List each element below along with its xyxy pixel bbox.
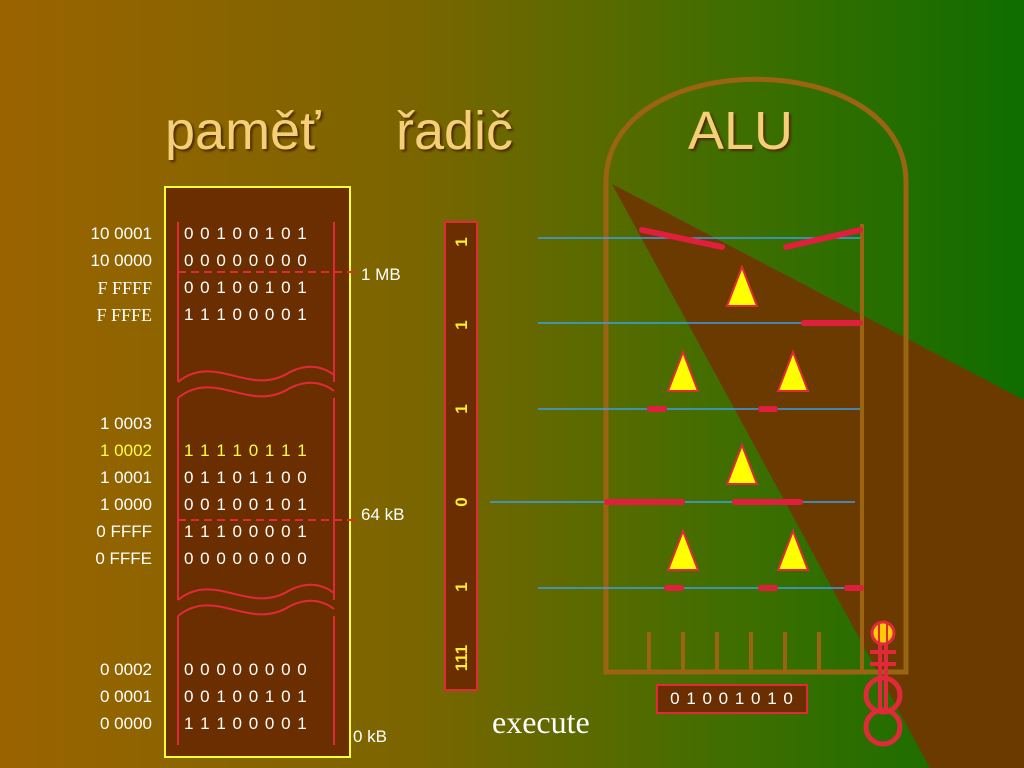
memory-cell-bits: 0 0 0 0 0 0 0 0 [184,660,308,679]
execute-label: execute [492,704,590,740]
controller-heading: řadič [396,101,514,161]
memory-cell-bits: 1 1 1 0 0 0 0 1 [184,305,308,324]
alu-bottom-pins [647,632,821,672]
register-bit: 0 [452,497,471,507]
one-mb-label: 1 MB [361,265,401,284]
alu-heading: ALU [688,101,794,161]
memory-cell-bits: 1 1 1 0 0 0 0 1 [184,522,308,541]
register-bit: 1 [452,237,471,247]
gate-triangle [776,349,810,392]
gate-triangle [725,442,759,485]
register-bits-low: 111 [452,644,471,672]
address-label: 10 0000 [90,251,152,270]
memory-cell-bits: 0 0 1 0 0 1 0 1 [184,687,308,706]
alu-dome [603,76,909,675]
register-bit: 1 [452,404,471,414]
sixty-four-kb-label: 64 kB [361,505,405,524]
alu-output-register: 0 1 0 0 1 0 1 0 [656,684,808,714]
memory-brackets [177,222,335,745]
memory-cell-bits: 0 1 1 0 1 1 0 0 [184,468,308,487]
address-label: 10 0001 [90,224,152,243]
memory-cell-bits: 0 0 1 0 0 1 0 1 [184,224,308,243]
gate-triangle [776,528,810,571]
memory-cell-bits-highlighted: 1 1 1 1 0 1 1 1 [184,441,308,460]
address-label-highlighted: 1 0002 [100,441,152,460]
address-label: 1 0000 [100,495,152,514]
register-bit: 1 [452,320,471,330]
memory-heading: paměť [165,101,321,161]
memory-column [164,186,351,758]
memory-cell-bits: 0 0 0 0 0 0 0 0 [184,549,308,568]
address-label: 0 FFFF [96,522,152,541]
diagonal-band [612,184,1024,768]
address-label: 1 0003 [100,414,152,433]
instruction-register [444,221,478,691]
memory-cell-bits: 1 1 1 0 0 0 0 1 [184,714,308,733]
address-label: F FFFE [96,305,152,325]
address-label: 0 0001 [100,687,152,706]
zero-kb-label: 0 kB [353,727,388,746]
address-label: 0 FFFE [95,549,152,568]
gate-triangle [666,528,700,571]
address-label: F FFFF [97,278,152,298]
gate-triangle [666,349,700,392]
memory-cell-bits: 0 0 0 0 0 0 0 0 [184,251,308,270]
memory-cell-bits: 0 0 1 0 0 1 0 1 [184,278,308,297]
alu-switches [604,227,864,591]
address-label: 1 0001 [100,468,152,487]
execute-plug-icon [863,620,903,747]
gate-triangle [725,264,759,307]
address-label: 0 0000 [100,714,152,733]
signal-lines [490,237,860,589]
address-label: 0 0002 [100,660,152,679]
memory-cell-bits: 0 0 1 0 0 1 0 1 [184,495,308,514]
register-bit: 1 [452,582,471,592]
